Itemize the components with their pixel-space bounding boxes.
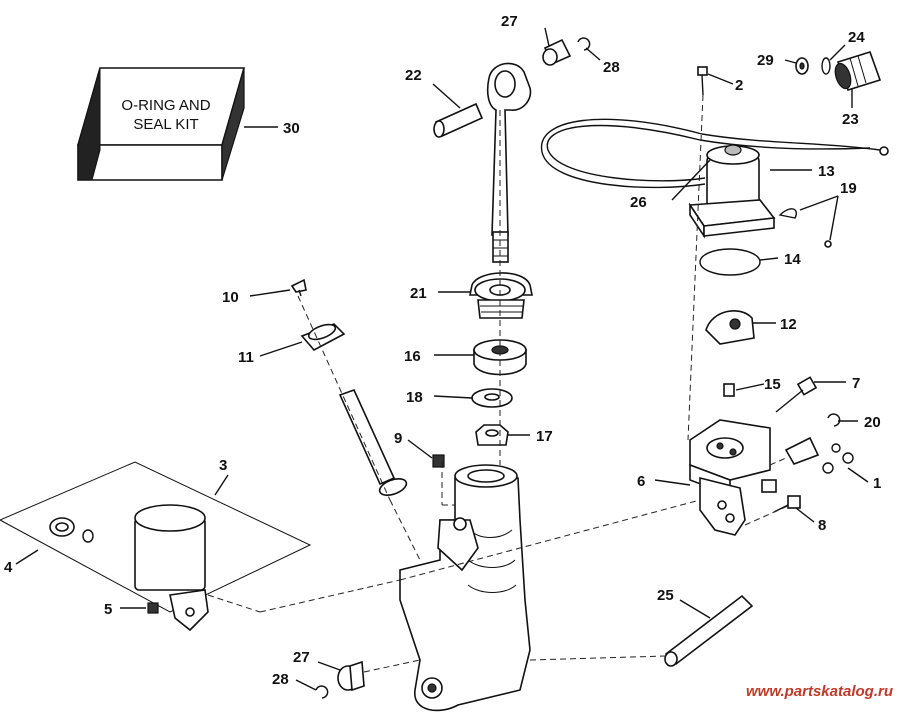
reservoir-cap-11[interactable] [300,322,346,352]
bolt-7[interactable] [775,376,818,413]
valve-23[interactable] [832,51,882,91]
callout-14: 14 [784,251,801,268]
callout-19: 19 [840,180,857,197]
callout-18: 18 [406,389,423,406]
callout-4: 4 [4,559,13,576]
callout-28-top: 28 [603,59,620,76]
screw-15[interactable] [723,383,735,397]
callout-6: 6 [637,473,645,490]
oring-14[interactable] [699,248,761,276]
screw-10[interactable] [290,278,307,297]
callout-8: 8 [818,517,826,534]
callout-27-bottom: 27 [293,649,310,666]
motor-13[interactable] [688,144,776,239]
callout-3: 3 [219,457,227,474]
pump-base-6[interactable] [689,419,777,536]
callout-23: 23 [842,111,859,128]
reservoir-tube[interactable] [338,388,409,498]
callout-21: 21 [410,285,427,302]
pin-25[interactable] [664,594,754,667]
callout-5: 5 [104,601,112,618]
screw-2[interactable] [697,66,708,96]
callout-11: 11 [238,349,254,366]
leader-lines [15,27,869,691]
callout-26: 26 [630,194,647,211]
seal-set-1[interactable] [784,436,854,474]
kit-label-line1: O-RING AND [121,97,210,114]
ring-20[interactable] [827,413,841,427]
callout-7: 7 [852,375,860,392]
plug-9[interactable] [432,454,445,468]
callout-16: 16 [404,348,421,365]
cap-29[interactable] [795,57,809,75]
callout-25: 25 [657,587,674,604]
watermark-text[interactable]: www.partskatalog.ru [746,683,893,700]
callout-numbers: 30 22 27 28 2 29 24 23 13 19 26 14 12 15… [4,13,881,688]
screw-8[interactable] [773,495,801,513]
retaining-ring-28-bottom[interactable] [315,685,329,699]
alignment-lines [207,94,791,673]
filter-4[interactable] [49,517,94,543]
pivot-pin-22[interactable] [433,102,484,138]
nut-17[interactable] [475,424,509,446]
callout-17: 17 [536,428,553,445]
reservoir-tank[interactable] [134,504,209,632]
bushing-27-top[interactable] [542,38,572,66]
valve-body-12[interactable] [705,310,755,345]
trim-rod[interactable] [486,62,532,263]
callout-10: 10 [222,289,239,306]
trim-cylinder-body[interactable] [399,464,531,712]
retaining-ring-28-top[interactable] [577,37,591,51]
screw-5[interactable] [147,602,159,614]
oring-24[interactable] [821,57,831,75]
callout-9: 9 [394,430,402,447]
seal-kit-box[interactable]: O-RING AND SEAL KIT [76,67,246,181]
callout-2: 2 [735,77,743,94]
kit-label-line2: SEAL KIT [133,116,198,133]
callout-28-bottom: 28 [272,671,289,688]
callout-15: 15 [764,376,781,393]
bushing-27-bottom[interactable] [337,660,365,692]
callout-27-top: 27 [501,13,518,30]
callout-20: 20 [864,414,881,431]
wire-harness-26[interactable] [540,118,889,189]
callout-1: 1 [873,475,881,492]
callout-29: 29 [757,52,774,69]
washer-18[interactable] [471,388,513,408]
callout-12: 12 [780,316,797,333]
callout-13: 13 [818,163,835,180]
clip-19[interactable] [778,208,832,248]
view-panel-3 [0,461,312,613]
callout-30: 30 [283,120,300,137]
callout-24: 24 [848,29,865,46]
cap-21[interactable] [469,272,533,319]
callout-22: 22 [405,67,422,84]
